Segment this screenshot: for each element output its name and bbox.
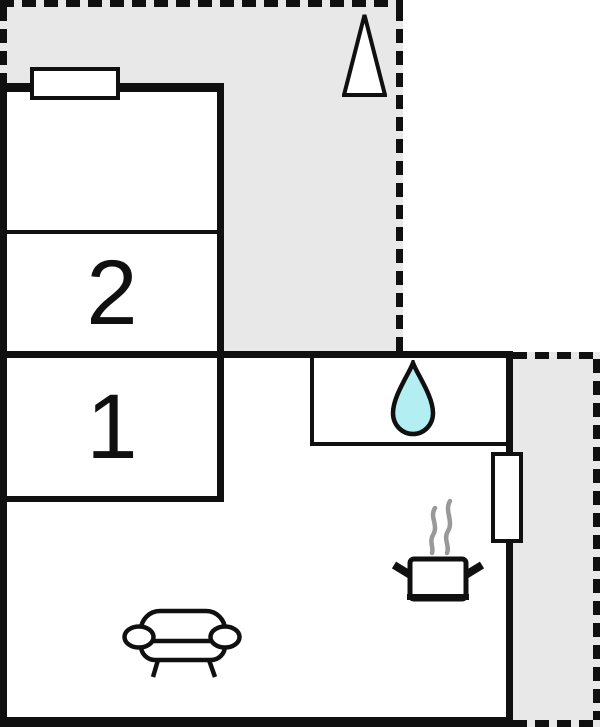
- wall-room1-bottom: [0, 496, 224, 502]
- boundary-dash-top: [0, 0, 403, 7]
- boundary-dash-right-bottom: [513, 720, 600, 727]
- wall-bottom: [0, 717, 513, 727]
- north-arrow-icon: [342, 14, 387, 97]
- cooking-pot-icon: [391, 556, 485, 602]
- boundary-dash-right-side: [593, 359, 600, 720]
- sofa-icon: [122, 608, 242, 678]
- water-drop-icon: [390, 360, 436, 437]
- room-1-label: 1: [86, 376, 138, 478]
- boundary-dash-right-top: [513, 352, 600, 359]
- boundary-dash-left: [0, 7, 7, 83]
- window-icon: [30, 67, 120, 100]
- outdoor-area-right: [513, 352, 600, 727]
- room-2-label: 2: [86, 242, 138, 344]
- wall-room-right: [217, 83, 224, 502]
- boundary-dash-middle: [396, 7, 403, 352]
- steam-icon: [429, 498, 453, 556]
- wall-mid-horizontal: [0, 351, 513, 358]
- wall-left: [0, 83, 7, 727]
- wall-room-divider: [7, 230, 217, 234]
- radiator-window-icon: [491, 452, 523, 543]
